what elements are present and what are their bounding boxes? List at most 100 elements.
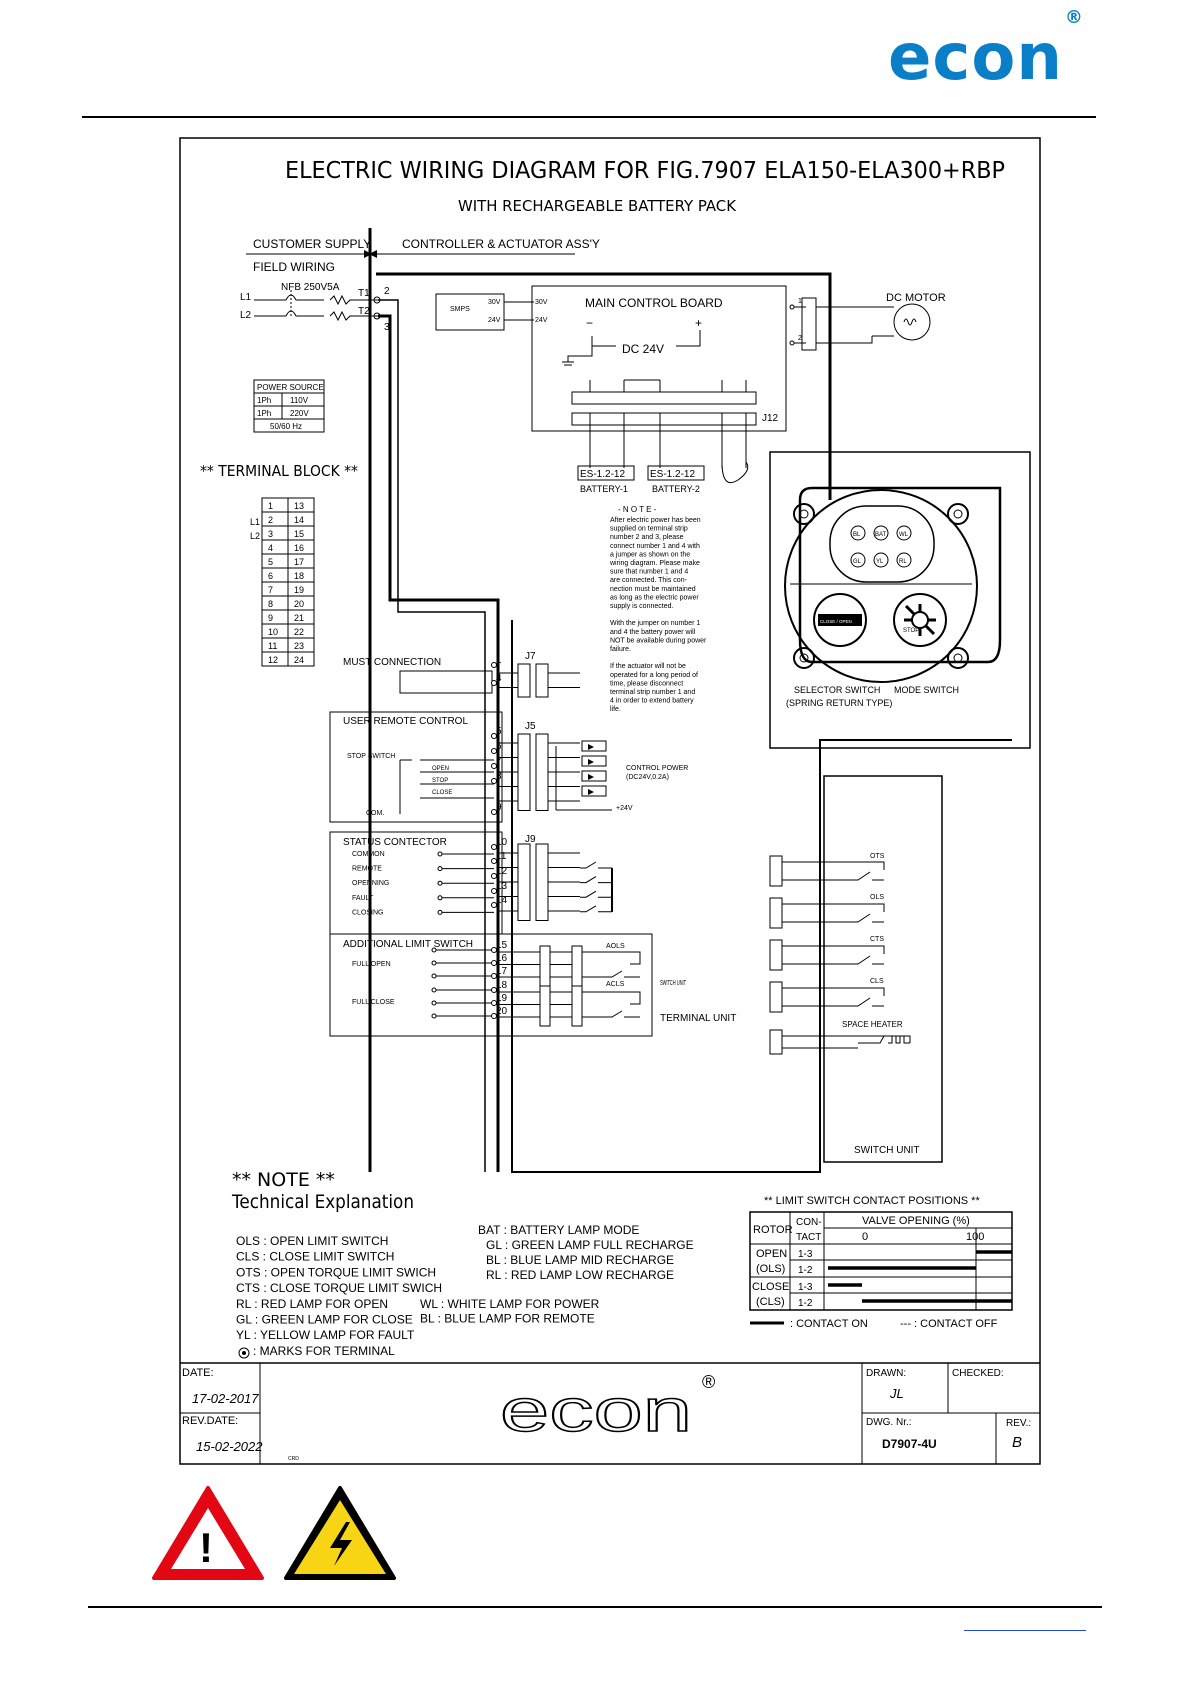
terminal-number: 19 [496, 993, 508, 1004]
note-line: number 2 and 3, please [610, 534, 684, 541]
j5-male [517, 733, 531, 811]
power-row-2-phase: 1Ph [257, 409, 271, 418]
power-row-1-volt: 110V [290, 396, 309, 405]
space-heater-label: SPACE HEATER [842, 1020, 903, 1029]
selector-switch: SELECTOR SWITCH [794, 685, 880, 695]
board-30v: 30V [535, 299, 548, 306]
warning-exclamation: ! [199, 1524, 213, 1571]
tb-cell-right [287, 651, 315, 667]
main-control-board [531, 285, 787, 432]
switch-unit-label: SWITCH UNIT [854, 1145, 920, 1156]
lt-open-12: 1-2 [798, 1265, 813, 1276]
footer-link-underline[interactable] [964, 1630, 1086, 1631]
tb-num-left: 12 [268, 655, 278, 665]
acls-label: ACLS [606, 981, 625, 988]
status-terminal [437, 851, 443, 857]
selector-knob-label: CLOSE / OPEN [820, 619, 852, 624]
note-line: NOT be available during power [610, 637, 707, 644]
mode-switch: MODE SWITCH [894, 685, 959, 695]
additional-limit-label: ADDITIONAL LIMIT SWITCH [343, 939, 473, 950]
note-line: With the jumper on number 1 [610, 620, 700, 627]
limit-terminal [431, 947, 437, 953]
t1-label: T1 [358, 288, 370, 299]
title-block-registered: ® [702, 1372, 715, 1392]
dc-motor [893, 303, 931, 341]
limit-terminal [431, 1013, 437, 1019]
tb-num-right: 20 [294, 599, 304, 609]
j7-female [535, 663, 549, 698]
tb-num-right: 15 [294, 529, 304, 539]
explanation-left: CLS : CLOSE LIMIT SWITCH [236, 1250, 394, 1264]
limit-switch-contact [782, 945, 885, 965]
note-line: supply is connected. [610, 603, 673, 610]
terminal-block-title: ** TERMINAL BLOCK ** [200, 462, 358, 480]
note-line: operated for a long period of [610, 672, 698, 679]
tb-num-left: 8 [268, 599, 273, 609]
tb-cell-left [261, 609, 289, 625]
ots-label: OTS [870, 853, 885, 860]
full-open-label: FULL OPEN [352, 961, 391, 968]
terminal-mark [491, 902, 497, 908]
status-item: COMMON [352, 851, 385, 858]
limit-switch-contact [782, 903, 885, 923]
checked-label: CHECKED: [952, 1368, 1004, 1379]
note-line: connect number 1 and 4 with [610, 543, 700, 550]
explanation-left: YL : YELLOW LAMP FOR FAULT [236, 1328, 415, 1342]
heater-wire [782, 1035, 911, 1049]
note-line: nection must be maintained [610, 586, 696, 593]
switch-terminal [769, 897, 783, 929]
warning-general-icon: ! [152, 1486, 264, 1580]
limit-switch-contact [782, 987, 885, 1007]
tb-num-left: 10 [268, 627, 278, 637]
control-power: CONTROL POWER [626, 765, 688, 772]
tb-num-right: 18 [294, 571, 304, 581]
power-row-2-volt: 220V [290, 409, 309, 418]
acls-terminal-a [539, 985, 551, 1027]
tb-num-left: 11 [268, 641, 277, 651]
stop-label: STOP [432, 778, 448, 784]
tb-num-right: 19 [294, 585, 304, 595]
power-row-1-phase: 1Ph [257, 396, 271, 405]
j7-male [517, 663, 531, 698]
j5-label: J5 [525, 721, 536, 732]
lt-contact: CON- [796, 1217, 822, 1228]
lamp-wl: WL [899, 532, 909, 538]
status-terminal [437, 866, 443, 872]
rev-value: B [1012, 1434, 1022, 1451]
terminal-number: 1 [496, 655, 502, 666]
lt-valve-opening: VALVE OPENING (%) [862, 1215, 970, 1227]
motor-term-1: 1 [798, 298, 802, 305]
note-line: 4 in order to extend battery [610, 698, 694, 705]
lt-close-13: 1-3 [798, 1282, 813, 1293]
lt-open: OPEN [756, 1248, 787, 1260]
switch-terminal [769, 939, 783, 971]
dwg-label: DWG. Nr.: [866, 1417, 912, 1428]
j12-label: J12 [762, 413, 779, 424]
terminal-mark [491, 662, 497, 668]
battery-2-model: ES-1.2-12 [650, 469, 695, 480]
drawn-label: DRAWN: [866, 1368, 906, 1379]
status-contactor-label: STATUS CONTECTOR [343, 837, 447, 848]
spring-return: (SPRING RETURN TYPE) [786, 698, 892, 708]
note2-subtitle: Technical Explanation [231, 1191, 414, 1213]
terminal-number: 6 [496, 741, 502, 752]
status-item: FAULT [352, 895, 374, 902]
terminal-mark [491, 1000, 497, 1006]
tb-cell-left [261, 553, 289, 569]
aols-terminal-b [571, 945, 583, 987]
logo-text: econ [888, 21, 1063, 95]
contact-off-legend: --- : CONTACT OFF [900, 1318, 998, 1330]
rev-date-label: REV.DATE: [182, 1415, 238, 1427]
explanation-left: OTS : OPEN TORQUE LIMIT SWICH [236, 1265, 436, 1279]
terminal-mark [491, 809, 497, 815]
acls-switch [582, 991, 641, 1018]
terminal-number: 10 [496, 837, 508, 848]
aols-label: AOLS [606, 943, 625, 950]
terminal-number: 11 [496, 851, 507, 862]
lamp-bat: BAT [875, 532, 887, 538]
control-power-relay [581, 770, 607, 782]
control-power-spec: (DC24V,0.2A) [626, 774, 669, 781]
